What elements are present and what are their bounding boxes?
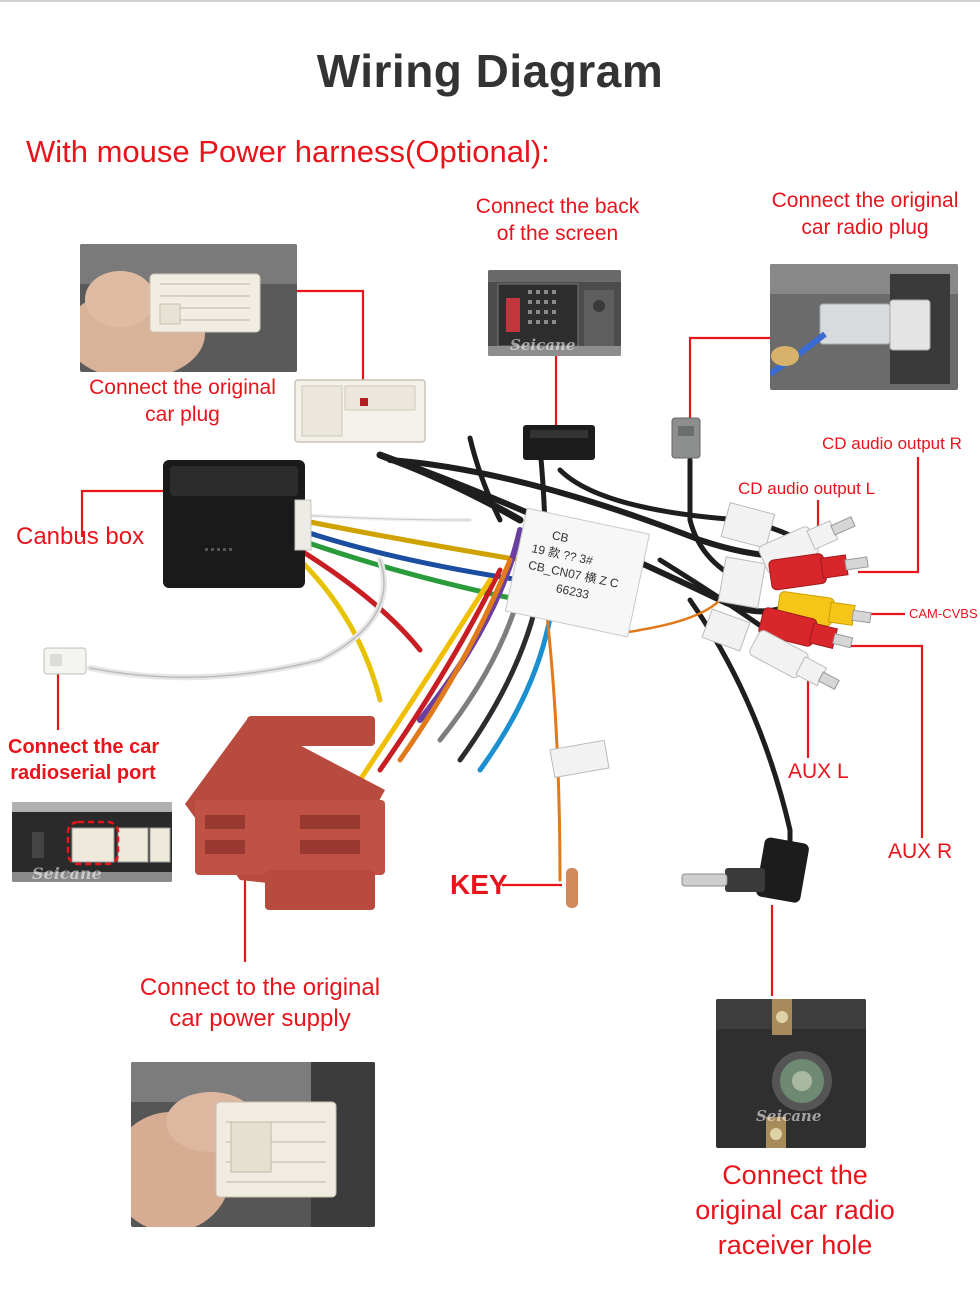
label-receiver-hole: Connect the original car radio raceiver …	[695, 1160, 895, 1261]
photo-power-supply-plug	[131, 1062, 375, 1227]
harness-label-tag: CB 19 款 ?? 3# CB_CN07 横 Z C 66233	[504, 507, 651, 638]
wire-tag	[717, 556, 767, 609]
tag-line-1: CB	[551, 528, 570, 545]
serial-plug	[43, 647, 87, 675]
canbus-box	[163, 460, 312, 588]
wire-tag	[701, 608, 751, 652]
label-aux-l: AUX L	[788, 760, 849, 783]
label-power-supply: Connect to the original car power supply	[139, 974, 381, 1033]
power-supply-connector	[185, 716, 385, 910]
photo-radio-receiver-hole: Seicane	[716, 999, 866, 1148]
top-divider	[0, 0, 980, 2]
key-wire-tip	[549, 739, 610, 908]
rca-cd-audio-r	[768, 553, 869, 591]
watermark: Seicane	[510, 336, 576, 354]
radio-plug-connector	[671, 417, 701, 459]
leader-lines	[56, 289, 924, 996]
photo-original-radio-plug	[770, 264, 958, 390]
label-back-of-screen: Connect the back of the screen	[475, 195, 640, 246]
label-aux-r: AUX R	[888, 840, 953, 863]
watermark: Seicane	[32, 864, 102, 882]
tag-line-4: 66233	[555, 581, 591, 602]
screen-connector	[523, 425, 595, 460]
label-cd-audio-r: CD audio output R	[822, 434, 962, 453]
antenna-plug	[681, 830, 809, 903]
photo-original-car-plug	[80, 244, 297, 372]
watermark: Seicane	[756, 1107, 822, 1125]
wire-tag	[720, 502, 776, 549]
label-cd-audio-l: CD audio output L	[738, 479, 876, 498]
page-subtitle: With mouse Power harness(Optional):	[26, 134, 550, 169]
white-car-plug-connector	[294, 379, 426, 443]
rca-aux-l	[749, 630, 840, 690]
label-original-car-plug: Connect the original car plug	[89, 376, 276, 427]
label-radioserial-port: Connect the car radioserial port	[8, 736, 160, 784]
label-canbus-box: Canbus box	[16, 523, 145, 550]
page-title: Wiring Diagram	[316, 45, 664, 97]
label-original-radio-plug: Connect the original car radio plug	[771, 189, 959, 240]
photo-radioserial-port: Seicane	[12, 802, 172, 882]
label-key: KEY	[450, 869, 508, 900]
rca-aux-r	[758, 607, 854, 650]
label-cam-cvbs: CAM-CVBS	[909, 606, 978, 621]
photo-back-of-screen: Seicane	[488, 270, 621, 356]
